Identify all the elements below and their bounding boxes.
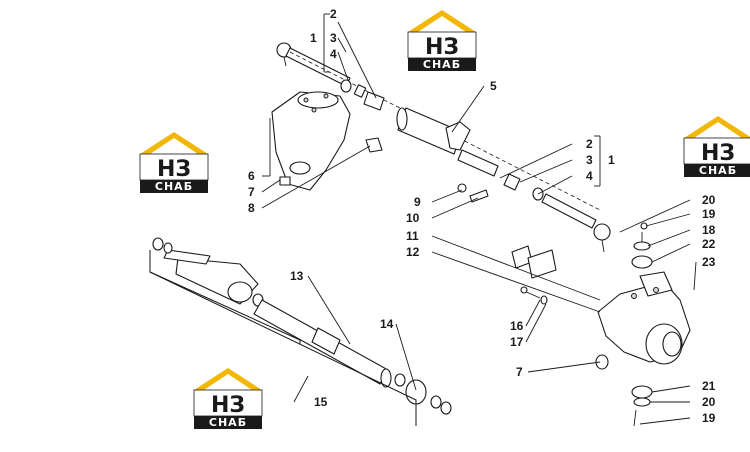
- kingpin-cap-bottom: [631, 385, 653, 427]
- axle-bracket: [271, 91, 351, 191]
- grease-fitting: [365, 137, 383, 153]
- axle-seal-right: [430, 395, 452, 415]
- svg-text:СНАБ: СНАБ: [155, 180, 193, 193]
- callout-15: 15: [314, 395, 328, 409]
- callout-13: 13: [290, 269, 304, 283]
- callout-1-top: 1: [310, 31, 317, 45]
- knuckle-nut: [595, 354, 609, 370]
- callout-7: 7: [248, 185, 255, 199]
- svg-text:НЗ: НЗ: [425, 35, 459, 60]
- svg-text:НЗ: НЗ: [157, 157, 191, 182]
- callout-19-top: 19: [702, 207, 716, 221]
- axle-bearing: [394, 373, 427, 405]
- callout-20-top: 20: [702, 193, 716, 207]
- svg-text:НЗ: НЗ: [701, 141, 735, 166]
- callout-9: 9: [414, 195, 421, 209]
- axle-shaft: [253, 299, 392, 388]
- callout-23: 23: [702, 255, 716, 269]
- callout-12: 12: [406, 245, 420, 259]
- callout-10: 10: [406, 211, 420, 225]
- axle-frame-outline: [149, 250, 417, 426]
- leader-lines: [261, 13, 697, 425]
- svg-text:НЗ: НЗ: [211, 393, 245, 418]
- callout-17: 17: [510, 335, 524, 349]
- bushing-pair: [511, 245, 557, 279]
- callout-22: 22: [702, 237, 716, 251]
- steering-cylinder: [396, 107, 499, 177]
- callout-2-right: 2: [586, 137, 593, 151]
- steering-knuckle: [597, 271, 691, 365]
- callout-16: 16: [510, 319, 524, 333]
- callout-labels: 2 1 3 4 5 6 7 8 9 10 11 12 2 3 1 4 13 14…: [248, 7, 716, 425]
- watermark-logo-bottom: НЗ СНАБ: [193, 367, 263, 430]
- callout-3-right: 3: [586, 153, 593, 167]
- svg-text:СНАБ: СНАБ: [209, 416, 247, 429]
- tie-rod-right: [503, 173, 611, 253]
- callout-20-bottom: 20: [702, 395, 716, 409]
- callout-3-top: 3: [330, 31, 337, 45]
- axle-housing: [163, 249, 259, 305]
- callout-19-bottom: 19: [702, 411, 716, 425]
- callout-8: 8: [248, 201, 255, 215]
- callout-7-lower: 7: [516, 365, 523, 379]
- callout-2-top: 2: [330, 7, 337, 21]
- callout-4-right: 4: [586, 169, 593, 183]
- bolt-and-washer: [457, 183, 489, 203]
- callout-1-right: 1: [608, 153, 615, 167]
- tie-rod-sleeve-left: [363, 91, 385, 111]
- callout-18: 18: [702, 223, 716, 237]
- svg-text:СНАБ: СНАБ: [423, 58, 461, 71]
- watermark-logo-top: НЗ СНАБ: [407, 9, 477, 72]
- callout-5: 5: [490, 79, 497, 93]
- knuckle-bolt: [520, 286, 548, 305]
- callout-4-top: 4: [330, 47, 337, 61]
- bracket-nut: [279, 176, 291, 186]
- callout-21: 21: [702, 379, 716, 393]
- nut-and-washer-left: [340, 79, 367, 98]
- callout-14: 14: [380, 317, 394, 331]
- watermark-logo-right: НЗ СНАБ: [683, 115, 750, 178]
- svg-text:СНАБ: СНАБ: [699, 164, 737, 177]
- watermark-logo-left: НЗ СНАБ: [139, 131, 209, 194]
- callout-6: 6: [248, 169, 255, 183]
- callout-11: 11: [406, 229, 419, 243]
